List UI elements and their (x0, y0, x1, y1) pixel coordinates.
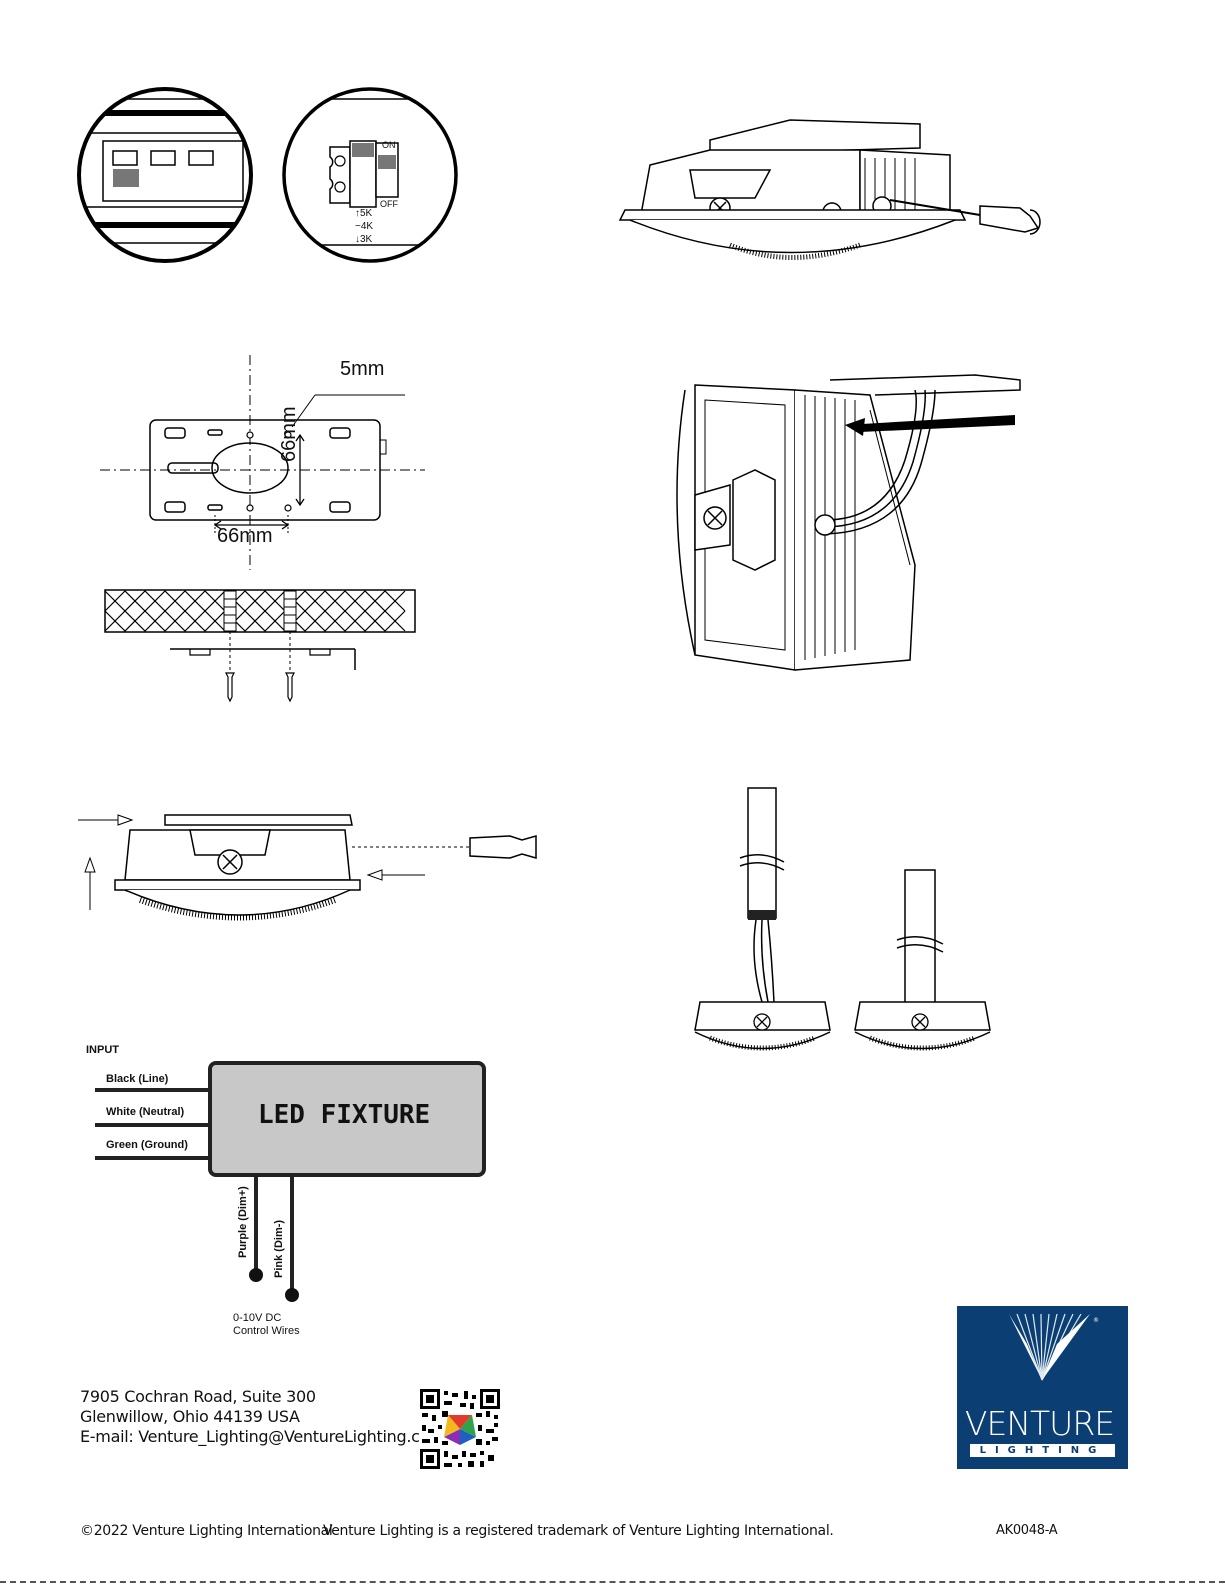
switch-on-label: ON (382, 140, 396, 150)
footer-doc-code: AK0048-A (996, 1523, 1058, 1538)
led-fixture-label: LED FIXTURE (258, 1100, 431, 1130)
svg-text:®: ® (1093, 1317, 1099, 1324)
switch-location-detail (77, 87, 253, 263)
pole-mount-illustration (694, 787, 991, 1051)
footer-trademark: Venture Lighting is a registered tradema… (323, 1523, 834, 1539)
fixture-wiring-illustration (676, 374, 1021, 671)
address-line-3: E-mail: Venture_Lighting@VentureLighting… (80, 1427, 445, 1446)
wire-white-label: White (Neutral) (106, 1106, 185, 1118)
logo-word: VENTURE (964, 1404, 1115, 1443)
wiring-diagram (95, 1061, 486, 1302)
vertical-spacing-label: 66mm (278, 406, 300, 462)
cct-5k-label: ↑5K (355, 208, 373, 219)
page-bottom-rule (0, 1581, 1225, 1583)
logo-sub: LIGHTING (970, 1444, 1115, 1457)
control-wires-label-line1: 0-10V DC (233, 1312, 282, 1324)
input-heading: INPUT (86, 1044, 119, 1056)
wire-green-label: Green (Ground) (106, 1139, 188, 1151)
fixture-screwdriver-illustration (618, 119, 1041, 260)
switch-off-label: OFF (380, 199, 398, 209)
cct-switch-detail (282, 87, 458, 263)
fixture-install-side-view (78, 814, 537, 921)
logo-v-mark-icon: ® (1009, 1313, 1099, 1381)
wire-pink-label: Pink (Dim-) (273, 1219, 285, 1278)
qr-code-icon[interactable] (420, 1389, 500, 1469)
venture-lighting-logo: ® VENTURE LIGHTING (957, 1306, 1128, 1469)
mounting-plate-diagram (100, 355, 425, 703)
cct-4k-label: −4K (355, 221, 374, 232)
horizontal-spacing-label: 66mm (217, 525, 273, 547)
control-wires-label-line2: Control Wires (233, 1325, 300, 1337)
address-line-1: 7905 Cochran Road, Suite 300 (80, 1387, 316, 1406)
hole-size-label: 5mm (340, 358, 385, 380)
wire-black-label: Black (Line) (106, 1073, 169, 1085)
cct-3k-label: ↓3K (355, 234, 373, 245)
wire-purple-label: Purple (Dim+) (237, 1186, 249, 1258)
address-line-2: Glenwillow, Ohio 44139 USA (80, 1407, 300, 1426)
footer-copyright: ©2022 Venture Lighting International (80, 1523, 333, 1539)
